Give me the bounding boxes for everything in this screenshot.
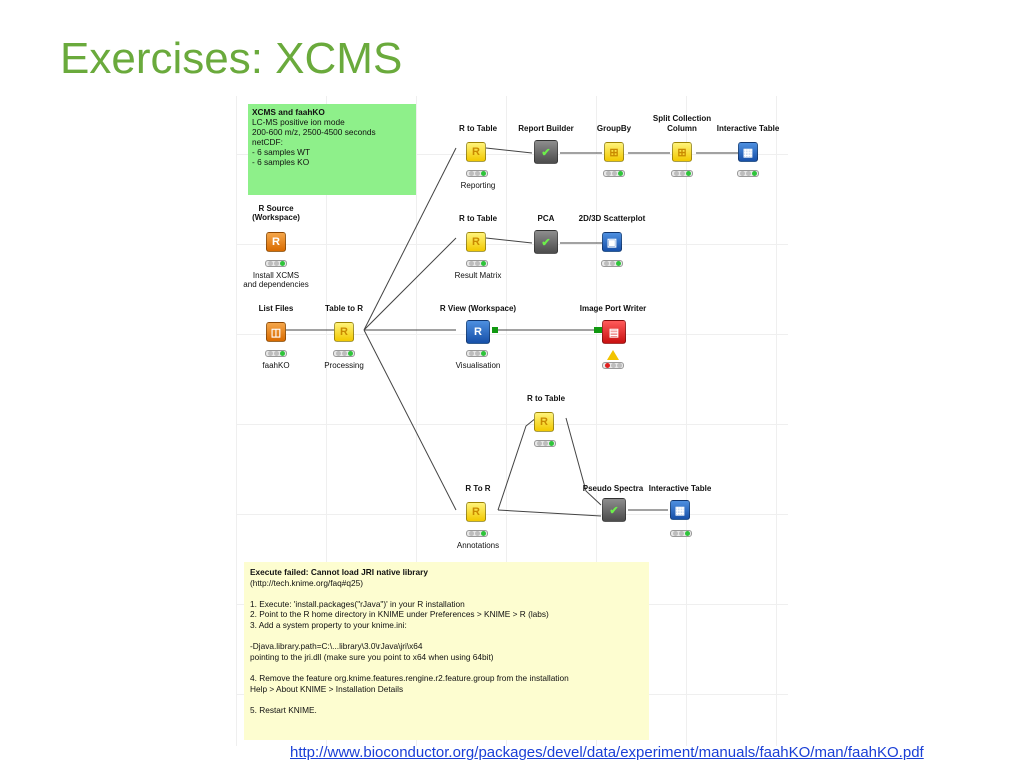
node-title-r-to-table: R to Table (526, 394, 566, 403)
node-title-report-builder: Report Builder (518, 124, 574, 133)
node-caption: Visualisation (455, 361, 501, 370)
reference-link[interactable]: http://www.bioconductor.org/packages/dev… (290, 744, 924, 761)
table-to-r-node[interactable]: R (334, 322, 354, 342)
list-files-node[interactable]: ◫ (266, 322, 286, 342)
r-to-r-node[interactable]: R (466, 502, 486, 522)
node-title-r-to-table: R to Table (458, 214, 498, 223)
node-status-lights (466, 350, 488, 357)
node-title-list-files: List Files (258, 304, 294, 313)
node-title-interactive-table: Interactive Table (648, 484, 712, 493)
node-caption: Annotations (456, 541, 500, 550)
error-note: Execute failed: Cannot load JRI native l… (244, 562, 649, 740)
node-title-interactive-table: Interactive Table (716, 124, 780, 133)
node-status-lights (333, 350, 355, 357)
node-status-lights (466, 530, 488, 537)
annotation-line: 200-600 m/z, 2500-4500 seconds (252, 127, 376, 137)
node-caption: Reporting (460, 181, 496, 190)
annotation-line: LC-MS positive ion mode (252, 117, 345, 127)
node-status-lights (602, 362, 624, 369)
workflow-connections (282, 147, 740, 517)
annotation-line: netCDF: (252, 137, 283, 147)
node-title-r-source-2: (Workspace) (252, 213, 300, 222)
split-collection-column-node[interactable]: ⊞ (672, 142, 692, 162)
node-title-scatterplot: 2D/3D Scatterplot (578, 214, 646, 223)
report-builder-node[interactable]: ✔ (534, 140, 558, 164)
node-status-lights (466, 260, 488, 267)
r-to-table-node[interactable]: R (534, 412, 554, 432)
node-status-lights (466, 170, 488, 177)
node-status-lights (265, 350, 287, 357)
node-title-image-port-writer: Image Port Writer (579, 304, 647, 313)
error-line (250, 631, 643, 642)
annotation-line: - 6 samples WT (252, 147, 311, 157)
error-heading: Execute failed: Cannot load JRI native l… (250, 567, 428, 577)
error-line (250, 588, 643, 599)
node-title-r-source: R Source (258, 204, 294, 213)
pca-node[interactable]: ✔ (534, 230, 558, 254)
node-caption: and dependencies (243, 280, 309, 289)
slide-title: Exercises: XCMS (60, 34, 403, 83)
r-source-node[interactable]: R (266, 232, 286, 252)
node-title-split-collection: Split Collection (652, 114, 712, 123)
error-line: pointing to the jri.dll (make sure you p… (250, 651, 494, 662)
error-line (250, 662, 643, 673)
scatterplot-node[interactable]: ▣ (602, 232, 622, 252)
node-status-lights (534, 440, 556, 447)
annotation-heading: XCMS and faahKO (252, 107, 325, 117)
error-line (250, 694, 643, 705)
error-line: 1. Execute: 'install.packages("rJava")' … (250, 598, 465, 609)
node-status-lights (603, 170, 625, 177)
workflow-canvas[interactable]: XCMS and faahKO LC-MS positive ion mode … (236, 96, 788, 746)
r-to-table-reporting-node[interactable]: R (466, 142, 486, 162)
node-caption: Result Matrix (454, 271, 502, 280)
node-title-pca: PCA (537, 214, 555, 223)
node-status-lights (737, 170, 759, 177)
groupby-node[interactable]: ⊞ (604, 142, 624, 162)
node-title-table-to-r: Table to R (324, 304, 364, 313)
error-line: 3. Add a system property to your knime.i… (250, 619, 407, 630)
annotation-line: - 6 samples KO (252, 157, 310, 167)
node-status-lights (670, 530, 692, 537)
workflow-annotation: XCMS and faahKO LC-MS positive ion mode … (248, 104, 416, 195)
image-port-writer-node[interactable]: ▤ (602, 320, 626, 344)
node-title-r-view: R View (Workspace) (439, 304, 517, 313)
r-view-node[interactable]: R (466, 320, 490, 344)
node-caption: Processing (324, 361, 364, 370)
node-title-groupby: GroupBy (596, 124, 632, 133)
error-line: 4. Remove the feature org.knime.features… (250, 672, 569, 683)
node-title-r-to-r: R To R (465, 484, 491, 493)
node-caption: Install XCMS (252, 271, 300, 280)
node-title-r-to-table: R to Table (458, 124, 498, 133)
r-to-table-result-node[interactable]: R (466, 232, 486, 252)
error-line: Help > About KNIME > Installation Detail… (250, 683, 404, 694)
error-line: 2. Point to the R home directory in KNIM… (250, 609, 549, 620)
warning-icon (607, 350, 619, 360)
node-status-lights (601, 260, 623, 267)
error-line: -Djava.library.path=C:\...library\3.0\rJ… (250, 641, 423, 652)
node-status-lights (671, 170, 693, 177)
interactive-table-bottom-node[interactable]: ▦ (670, 500, 690, 520)
pseudo-spectra-node[interactable]: ✔ (602, 498, 626, 522)
interactive-table-top-node[interactable]: ▦ (738, 142, 758, 162)
node-status-lights (265, 260, 287, 267)
error-line: 5. Restart KNIME. (250, 704, 317, 715)
error-line: (http://tech.knime.org/faq#q25) (250, 577, 363, 588)
node-caption: faahKO (262, 361, 290, 370)
node-title-split-collection-2: Column (667, 124, 697, 133)
node-title-pseudo-spectra: Pseudo Spectra (582, 484, 644, 493)
